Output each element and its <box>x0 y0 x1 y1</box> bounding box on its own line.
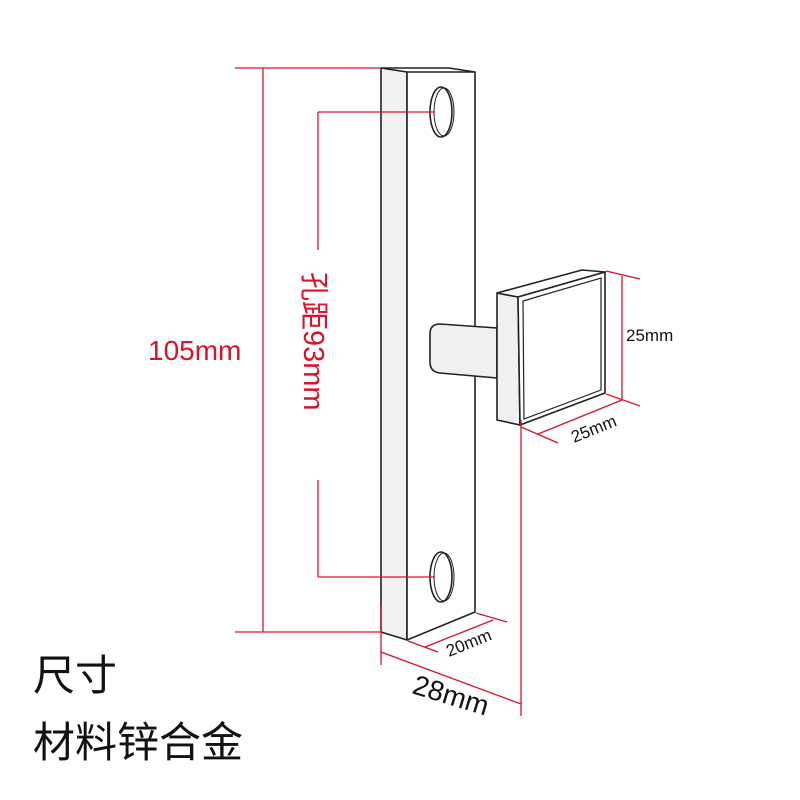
size-caption: 尺寸 <box>33 651 117 700</box>
dimension-lines <box>235 67 641 716</box>
plate-depth-label: 20mm <box>443 625 494 660</box>
material-caption: 材料锌合金 <box>33 718 243 767</box>
knob <box>429 269 606 426</box>
hole-spacing-label: 孔距93mm <box>297 272 329 411</box>
back-plate <box>380 67 476 641</box>
total-depth-label: 28mm <box>409 669 492 721</box>
knob-width-label: 25mm <box>568 411 619 446</box>
knob-height-label: 25mm <box>626 326 673 345</box>
total-height-label: 105mm <box>148 335 241 366</box>
